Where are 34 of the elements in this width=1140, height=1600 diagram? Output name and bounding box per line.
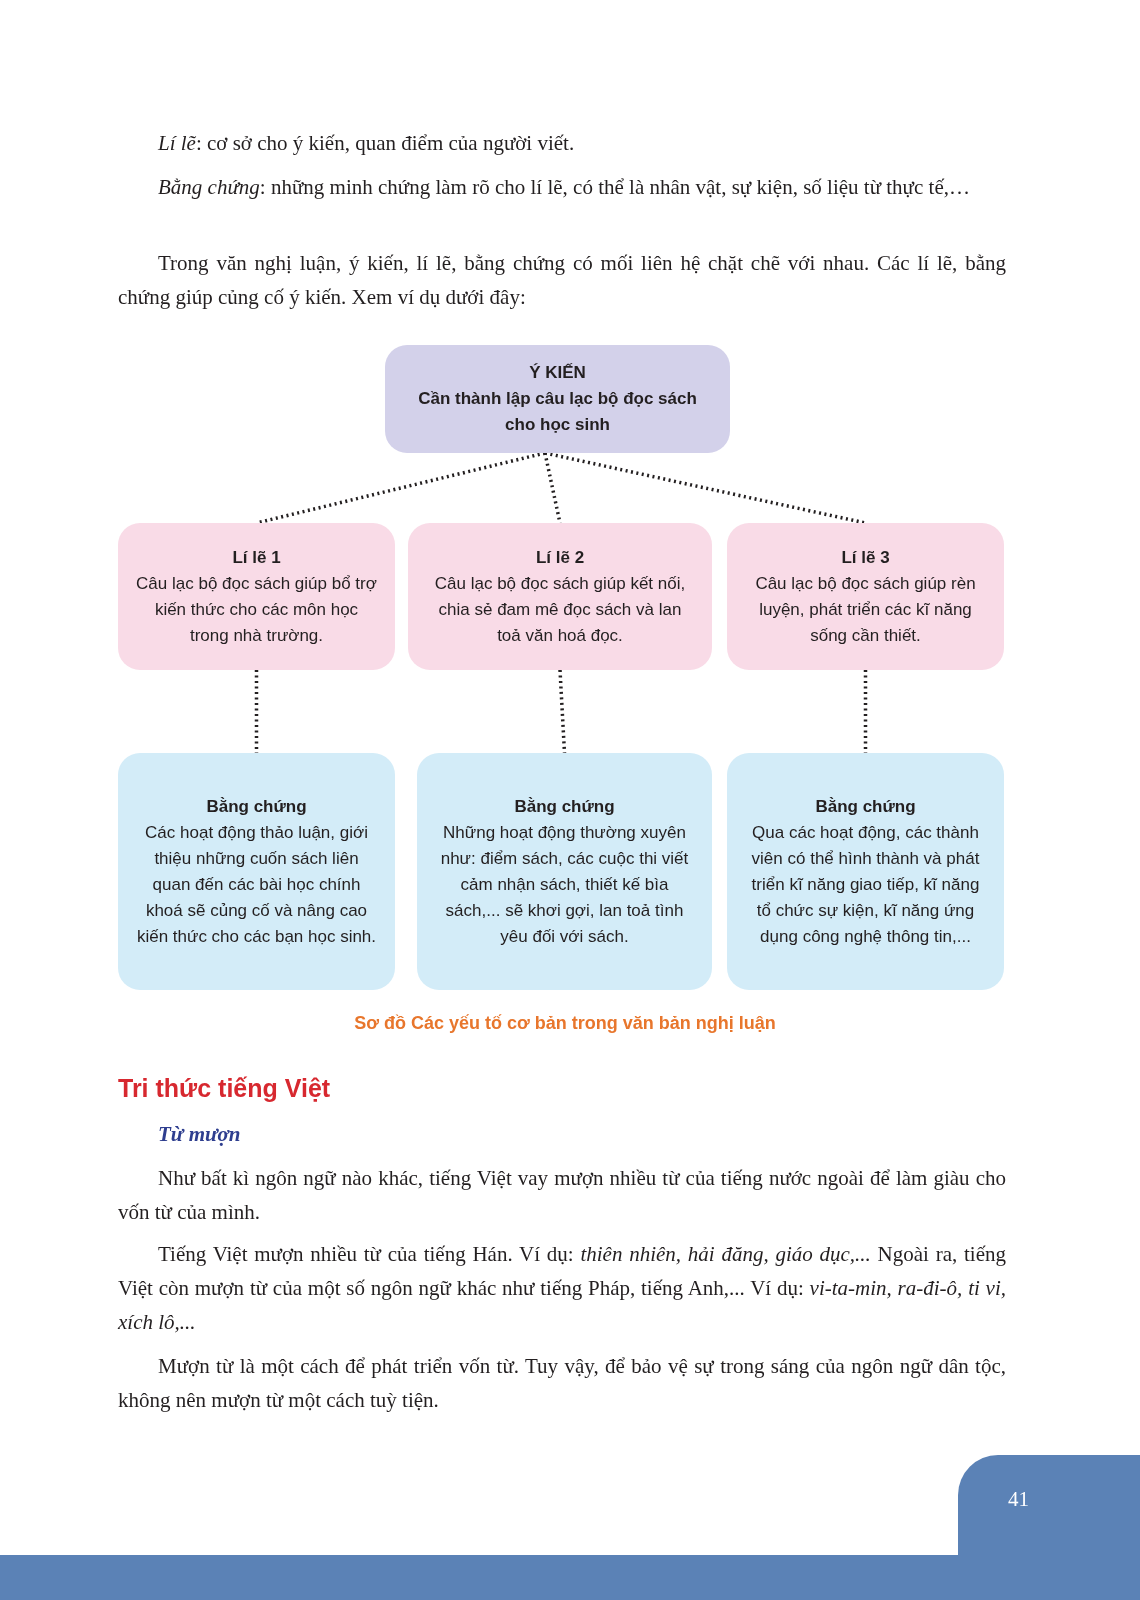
body-paragraph: Mượn từ là một cách để phát triển vốn từ. Tuy vậy, để bảo vệ sự trong sáng của ngôn ngữ dân tộc, không nên mượn từ một cách tuỳ tiện. (118, 1353, 1006, 1414)
body-paragraph: Trong văn nghị luận, ý kiến, lí lẽ, bằng chứng có mối liên hệ chặt chẽ với nhau. Các lí lẽ, bằng chứng giúp củng cố ý kiến. Xem ví dụ dưới đây: (118, 250, 1006, 311)
diagram-caption: Sơ đồ Các yếu tố cơ bản trong văn bản nghị luận (353, 1013, 777, 1034)
opinion-text: Cần thành lập câu lạc bộ đọc sách cho học sinh (417, 388, 698, 436)
evidence-text: Các hoạt động thảo luận, giới thiệu những cuốn sách liên quan đến các bài học chính khoá sẽ củng cố và nâng cao kiến thức cho các bạn học sinh. (136, 821, 377, 948)
evidence-title: Bằng chứng (815, 795, 916, 818)
reason-title: Lí lẽ 1 (232, 546, 281, 569)
evidence-text: Những hoạt động thường xuyên như: điểm sách, các cuộc thi viết cảm nhận sách, thiết kế bìa sách,... sẽ khơi gợi, lan toả tình yêu đối với sách. (439, 821, 690, 948)
reason-title: Lí lẽ 3 (841, 546, 890, 569)
connector-line (544, 451, 866, 525)
reason-title: Lí lẽ 2 (535, 546, 585, 569)
evidence-title: Bằng chứng (514, 795, 615, 818)
body-paragraph: Tiếng Việt mượn nhiều từ của tiếng Hán. Ví dụ: thiên nhiên, hải đăng, giáo dục,... Ngoài ra, tiếng Việt còn mượn từ của một số ngôn ngữ khác như tiếng Pháp, tiếng Anh,... Ví dụ: vi-ta-min, ra-đi-ô, ti vi, xích lô,... (118, 1241, 1006, 1336)
connector-line (558, 669, 567, 754)
evidence-box (118, 753, 395, 990)
body-paragraph: Bằng chứng: những minh chứng làm rõ cho lí lẽ, có thể là nhân vật, sự kiện, số liệu từ thực tế,… (157, 174, 971, 201)
reason-text: Câu lạc bộ đọc sách giúp bổ trợ kiến thức cho các môn học trong nhà trường. (136, 572, 377, 647)
reason-text: Câu lạc bộ đọc sách giúp kết nối, chia sẻ đam mê đọc sách và lan toả văn hoá đọc. (433, 572, 687, 647)
section-heading: Tri thức tiếng Việt (118, 1074, 331, 1103)
body-paragraph: Như bất kì ngôn ngữ nào khác, tiếng Việt vay mượn nhiều từ của tiếng nước ngoài để làm giàu cho vốn từ của mình. (118, 1165, 1006, 1226)
body-paragraph: Lí lẽ: cơ sở cho ý kiến, quan điểm của người viết. (157, 130, 576, 157)
page-number: 41 (958, 1455, 1140, 1555)
reason-box (727, 523, 1004, 670)
subsection-heading: Từ mượn (158, 1122, 241, 1147)
reason-box (408, 523, 712, 670)
evidence-box (727, 753, 1004, 990)
evidence-box (417, 753, 712, 990)
evidence-text: Qua các hoạt động, các thành viên có thể hình thành và phát triển kĩ năng giao tiếp, kĩ năng tổ chức sự kiện, kĩ năng ứng dụng công nghệ thông tin,... (750, 821, 981, 948)
opinion-box (385, 345, 730, 453)
opinion-heading: Ý KIẾN (529, 362, 586, 384)
reason-box (118, 523, 395, 670)
connector-line (256, 451, 546, 525)
evidence-title: Bằng chứng (206, 795, 307, 818)
reason-text: Câu lạc bộ đọc sách giúp rèn luyện, phát triển các kĩ năng sống cần thiết. (754, 572, 977, 647)
